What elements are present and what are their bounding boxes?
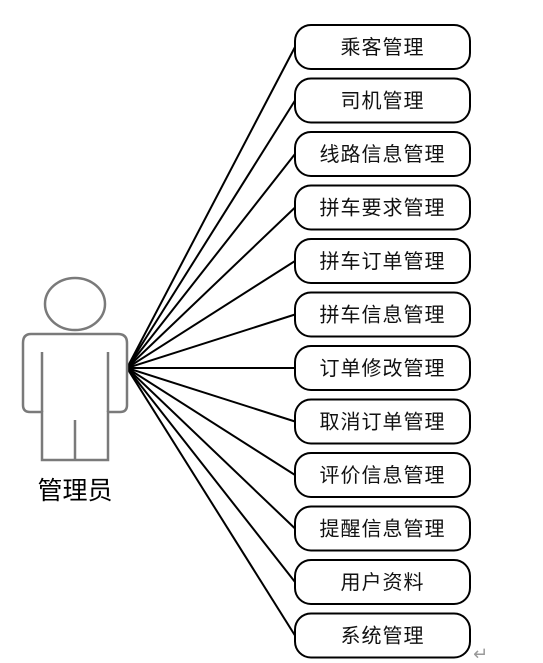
use-case-box	[294, 24, 471, 70]
use-case-box	[294, 452, 471, 498]
association-line	[126, 260, 296, 369]
use-case-node: 拼车订单管理	[294, 238, 471, 284]
association-line	[126, 153, 296, 369]
use-case-node: 用户资料	[294, 559, 471, 605]
person-icon	[21, 276, 129, 462]
association-line	[126, 313, 296, 369]
association-line	[126, 367, 296, 530]
association-line	[126, 206, 296, 369]
actor-label: 管理员	[37, 476, 112, 505]
use-case-node: 系统管理	[294, 612, 471, 659]
use-case-label: 拼车信息管理	[320, 303, 446, 327]
use-case-box	[294, 398, 471, 445]
association-lines	[126, 46, 296, 637]
use-case-label: 司机管理	[341, 89, 425, 113]
association-line	[126, 367, 296, 637]
use-case-box	[294, 612, 471, 659]
actor-body	[21, 332, 129, 462]
use-case-label: 用户资料	[341, 570, 425, 594]
association-line	[126, 367, 296, 476]
use-case-box	[294, 345, 471, 391]
use-case-box	[294, 559, 471, 605]
use-case-label: 评价信息管理	[320, 463, 446, 487]
use-case-label: 线路信息管理	[320, 142, 446, 166]
use-case-label: 订单修改管理	[320, 356, 446, 380]
use-case-node: 拼车信息管理	[294, 291, 471, 338]
use-case-list: 乘客管理司机管理线路信息管理拼车要求管理拼车订单管理拼车信息管理订单修改管理取消…	[294, 24, 471, 659]
use-case-label: 拼车订单管理	[320, 249, 446, 273]
use-case-node: 乘客管理	[294, 24, 471, 70]
use-case-box	[294, 291, 471, 338]
use-case-node: 评价信息管理	[294, 452, 471, 498]
use-case-node: 提醒信息管理	[294, 505, 471, 552]
association-line	[126, 367, 296, 583]
use-case-node: 取消订单管理	[294, 398, 471, 445]
use-case-box	[294, 505, 471, 552]
paragraph-mark: ↵	[473, 644, 488, 663]
actor-admin: 管理员	[21, 276, 129, 505]
use-case-label: 乘客管理	[341, 35, 425, 59]
actor-head	[43, 276, 107, 332]
use-case-node: 拼车要求管理	[294, 184, 471, 231]
use-case-node: 线路信息管理	[294, 131, 471, 177]
use-case-label: 取消订单管理	[320, 410, 446, 434]
use-case-node: 司机管理	[294, 77, 471, 124]
association-line	[126, 46, 296, 369]
use-case-box	[294, 238, 471, 284]
use-case-box	[294, 131, 471, 177]
association-line	[126, 99, 296, 369]
use-case-node: 订单修改管理	[294, 345, 471, 391]
association-line	[126, 367, 296, 423]
use-case-box	[294, 184, 471, 231]
use-case-box	[294, 77, 471, 124]
use-case-label: 拼车要求管理	[320, 196, 446, 220]
use-case-label: 系统管理	[341, 624, 425, 648]
use-case-label: 提醒信息管理	[320, 517, 446, 541]
